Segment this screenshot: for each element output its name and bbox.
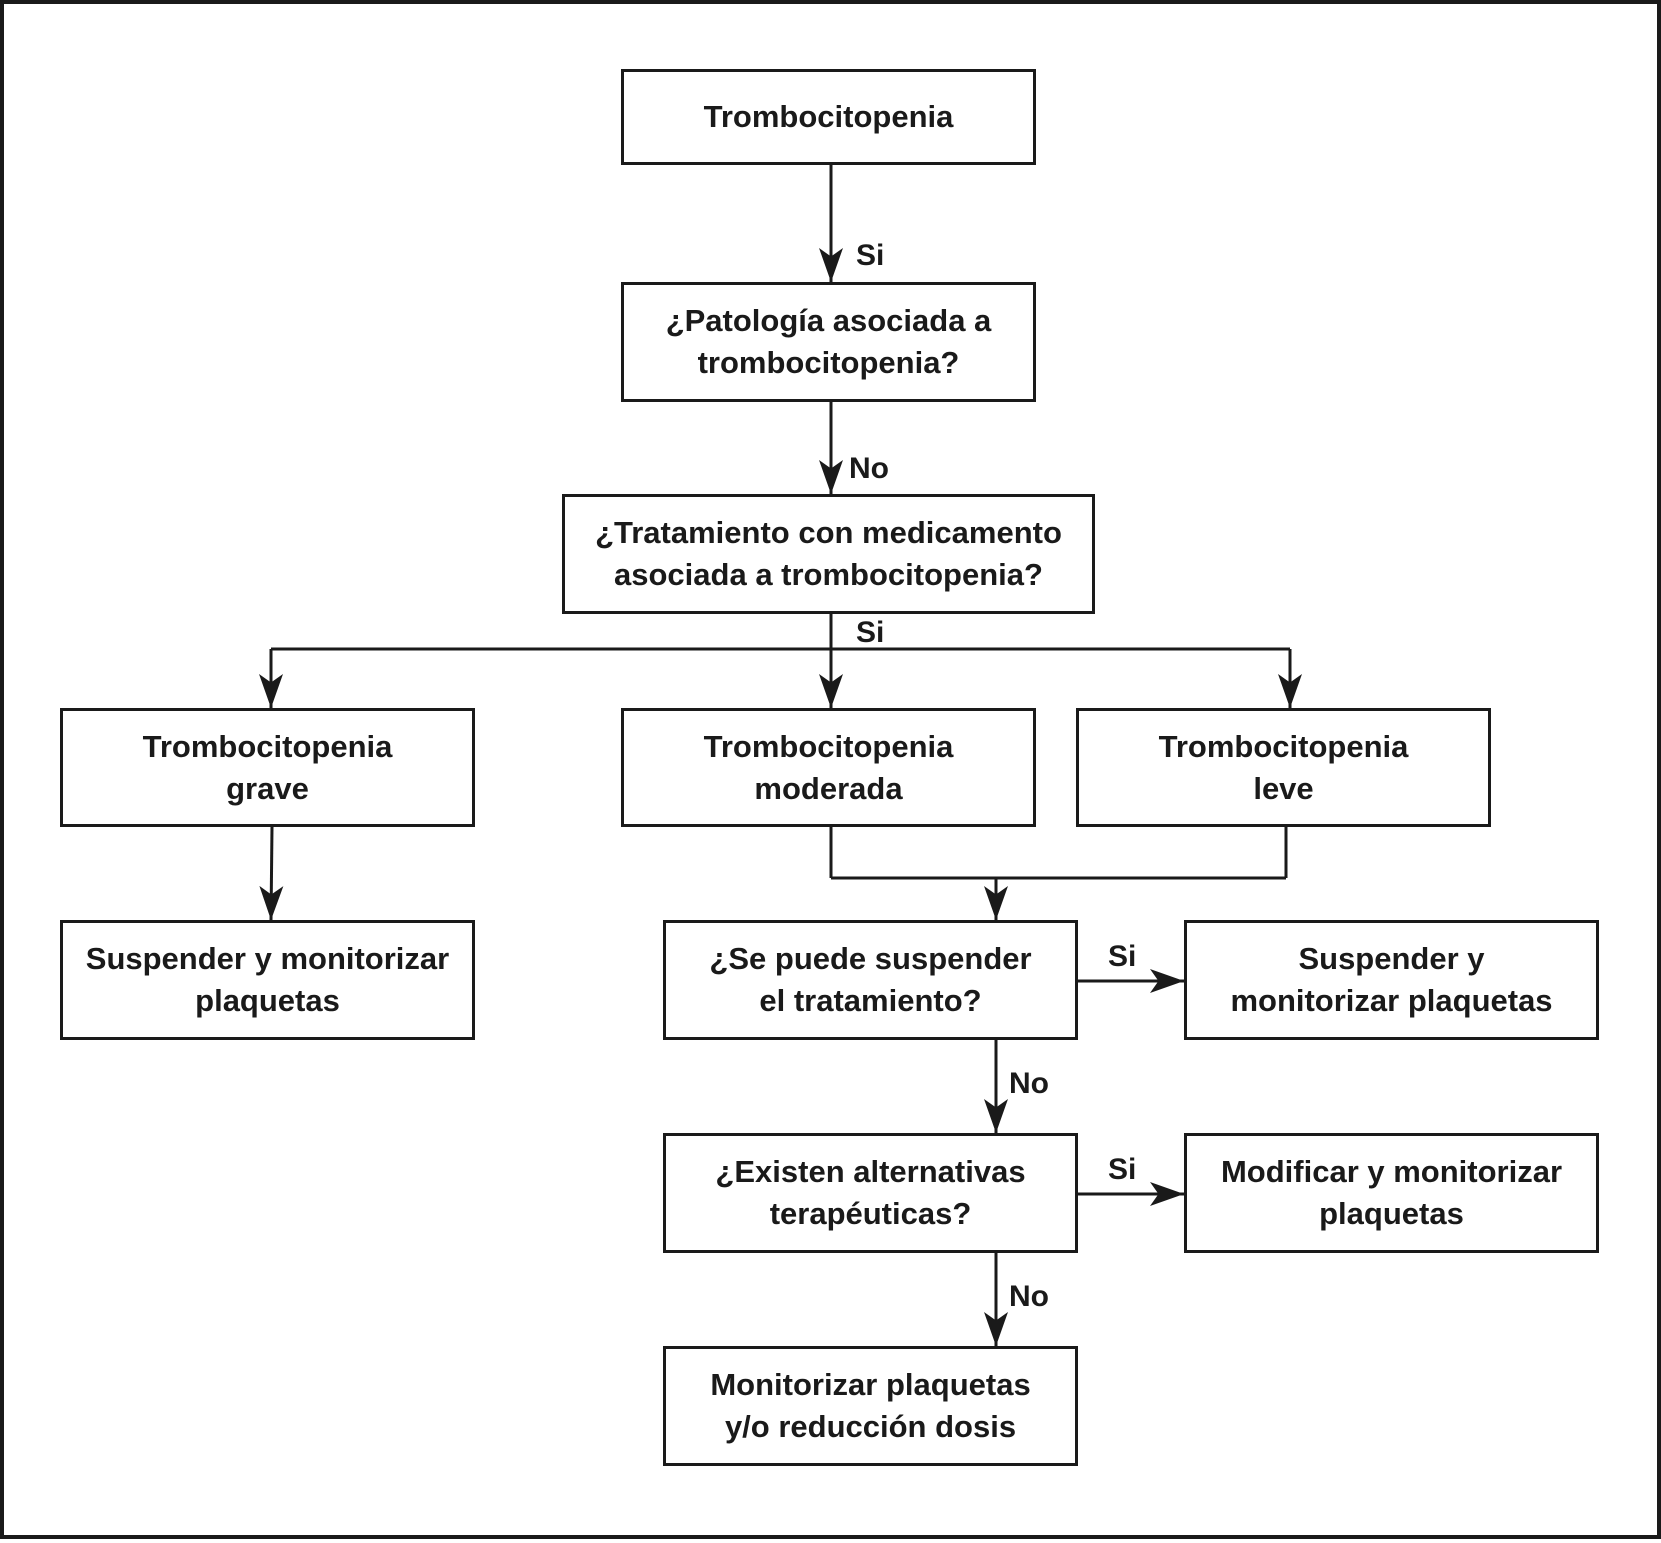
node-mild: Trombocitopenia leve — [1076, 708, 1491, 827]
edge-label-suspend-yes: Si — [1108, 940, 1137, 973]
node-start: Trombocitopenia — [621, 69, 1036, 165]
node-final-action-label: Monitorizar plaquetas y/o reducción dosi… — [710, 1367, 1031, 1444]
node-question-pathology-label: ¿Patología asociada a trombocitopenia? — [665, 303, 992, 380]
node-question-drug: ¿Tratamiento con medicamento asociada a … — [562, 494, 1095, 614]
node-suspend-action: Suspender y monitorizar plaquetas — [1184, 920, 1599, 1040]
edge-label-drug-severity: Si — [856, 616, 885, 649]
node-question-alternatives-label: ¿Existen alternativas terapéuticas? — [715, 1154, 1026, 1231]
node-severe-action-label: Suspender y monitorizar plaquetas — [85, 941, 450, 1018]
node-start-label: Trombocitopenia — [703, 99, 954, 134]
node-mild-label: Trombocitopenia leve — [1158, 728, 1409, 806]
edge-label-start-pathology: Si — [856, 239, 885, 272]
node-question-pathology: ¿Patología asociada a trombocitopenia? — [621, 282, 1036, 402]
node-final-action: Monitorizar plaquetas y/o reducción dosi… — [663, 1346, 1078, 1466]
node-suspend-action-label: Suspender y monitorizar plaquetas — [1230, 941, 1553, 1018]
node-modify-action: Modificar y monitorizar plaquetas — [1184, 1133, 1599, 1253]
node-question-suspend-label: ¿Se puede suspender el tratamiento? — [709, 941, 1032, 1018]
edge-label-alternatives-yes: Si — [1108, 1153, 1137, 1186]
edge-label-suspend-no: No — [1009, 1067, 1049, 1100]
node-moderate: Trombocitopenia moderada — [621, 708, 1036, 827]
edge-label-alternatives-no: No — [1009, 1280, 1049, 1313]
node-severe-action: Suspender y monitorizar plaquetas — [60, 920, 475, 1040]
node-severe-label: Trombocitopenia grave — [142, 728, 393, 806]
flowchart-connectors — [259, 165, 1302, 1346]
node-modify-action-label: Modificar y monitorizar plaquetas — [1220, 1154, 1563, 1231]
node-question-drug-label: ¿Tratamiento con medicamento asociada a … — [595, 515, 1062, 592]
node-severe: Trombocitopenia grave — [60, 708, 475, 827]
edge-label-pathology-drug: No — [849, 452, 889, 485]
node-moderate-label: Trombocitopenia moderada — [703, 728, 954, 806]
node-question-suspend: ¿Se puede suspender el tratamiento? — [663, 920, 1078, 1040]
node-question-alternatives: ¿Existen alternativas terapéuticas? — [663, 1133, 1078, 1253]
edge-severe-action — [259, 826, 284, 921]
